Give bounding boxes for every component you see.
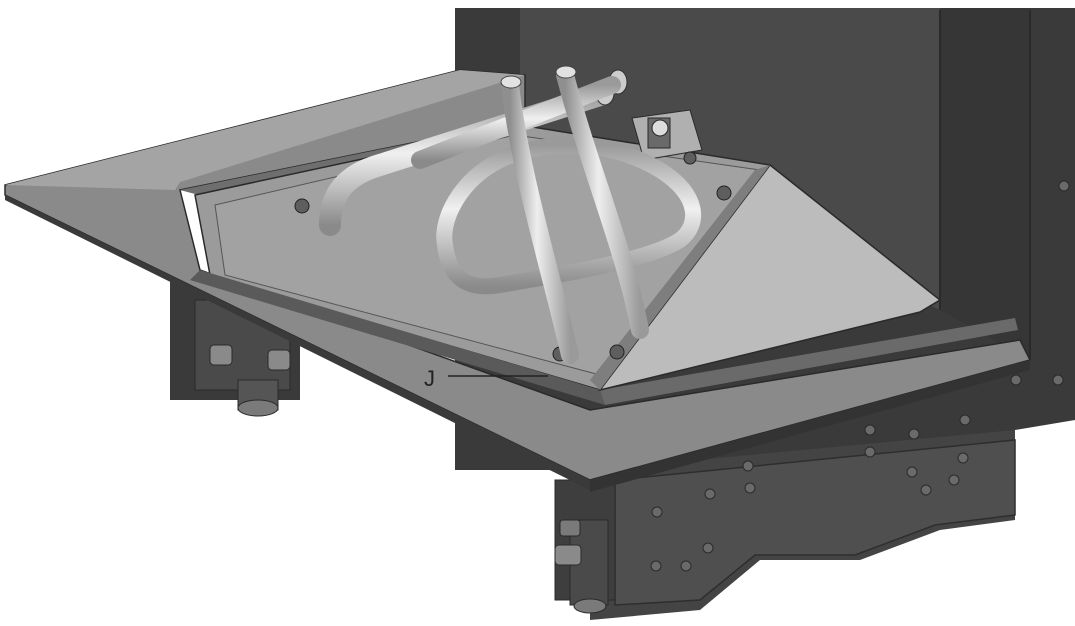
callout-j-label: J — [424, 366, 435, 391]
u-tubes — [500, 65, 649, 364]
front-body-panel — [590, 430, 1016, 620]
callout-j: J — [424, 366, 548, 391]
top-surround-plate — [4, 69, 1032, 492]
burner-ring — [436, 137, 701, 295]
body-rivets — [650, 180, 1070, 572]
control-bracket — [631, 109, 703, 161]
